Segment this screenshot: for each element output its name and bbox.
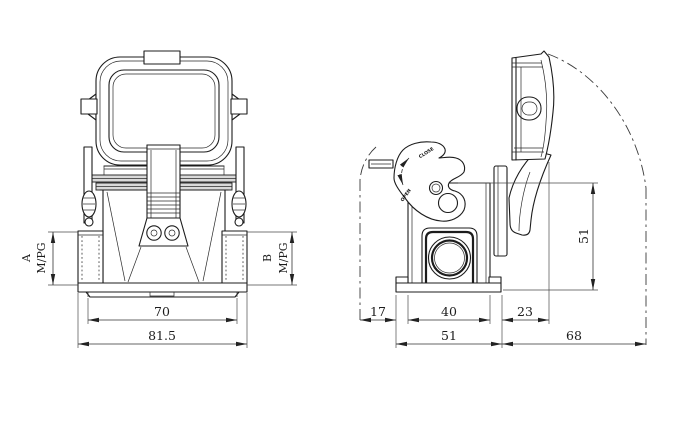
center-column	[127, 144, 200, 283]
entry-b-label: B	[261, 254, 274, 262]
dim-cover-swing: 68	[566, 328, 582, 343]
hinge-linkage	[493, 150, 552, 257]
dim-base-depth: 51	[441, 328, 457, 343]
dim-lever-overhang: 17	[370, 304, 386, 319]
cable-boss-left	[77, 230, 104, 284]
side-view: CLOSE OPEN 51 17 40 23	[359, 50, 647, 348]
dim-body-depth: 40	[441, 304, 457, 319]
entry-a-thread: M/PG	[35, 242, 48, 273]
cover-latch-slot	[516, 96, 542, 121]
lever-hole	[437, 192, 459, 214]
lever-plate: CLOSE OPEN	[368, 141, 466, 222]
side-latch-left	[81, 146, 97, 227]
bail-pin-left	[80, 98, 98, 115]
entry-a-label: A	[20, 253, 33, 263]
dim-height: 51	[576, 228, 591, 244]
screw-right	[164, 225, 180, 241]
base-plate-side	[395, 282, 502, 293]
bail-top-tab	[143, 50, 181, 65]
rotate-arrow-icon	[397, 157, 410, 186]
swing-envelopes	[359, 53, 647, 345]
cover-open	[511, 50, 555, 161]
cable-boss-right	[221, 230, 248, 284]
swing-arc-right	[547, 53, 647, 189]
lever-pivot	[428, 180, 444, 196]
side-latch-right	[231, 146, 247, 227]
dim-flange-width: 70	[154, 304, 170, 319]
bail-pin-right	[230, 98, 248, 115]
cable-entry-circle	[427, 236, 472, 280]
dim-overall-width: 81.5	[148, 328, 176, 343]
side-dimensions: 51 17 40 23 51 68	[360, 162, 646, 348]
swing-arc-left	[359, 146, 377, 181]
cover-bail	[80, 50, 248, 166]
dim-hinge-offset: 23	[517, 304, 533, 319]
entry-b-thread: M/PG	[277, 242, 290, 273]
front-dimensions: A M/PG B M/PG 70 81.5	[20, 231, 297, 348]
base-plate-front	[77, 282, 248, 298]
screw-left	[146, 225, 162, 241]
front-view: A M/PG B M/PG 70 81.5	[20, 50, 297, 348]
